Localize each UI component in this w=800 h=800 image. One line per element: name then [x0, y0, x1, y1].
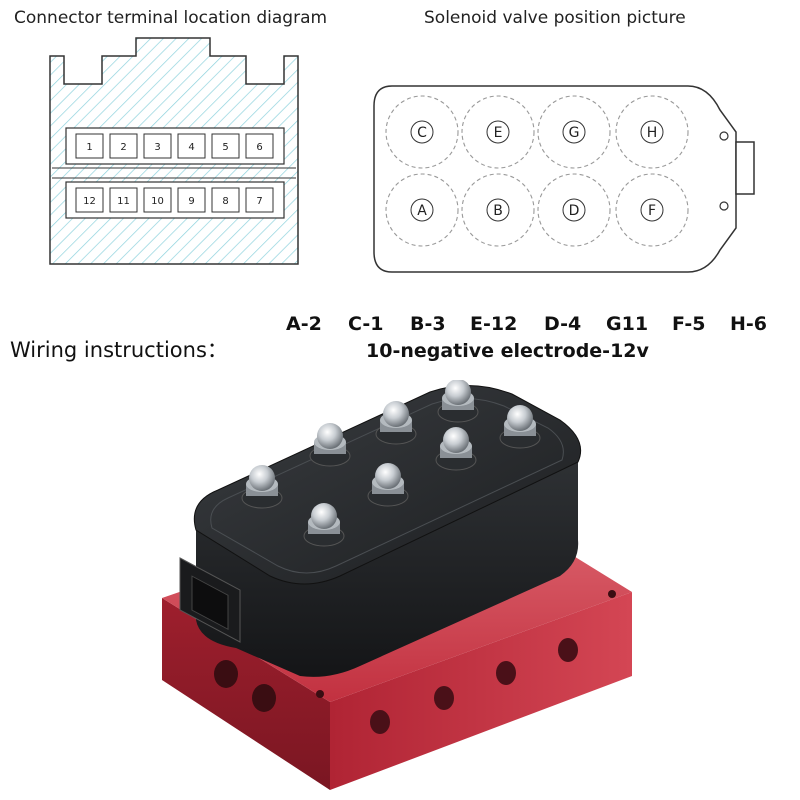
- mount-hole-top: [719, 131, 729, 141]
- solenoid-diagram-title: Solenoid valve position picture: [424, 8, 686, 28]
- bottom-pin-10: [143, 187, 172, 213]
- pin-label: 7: [256, 196, 262, 207]
- cap-nut: [367, 463, 409, 507]
- solenoid-valve-product-photo: [162, 380, 632, 790]
- wiring-ground-note: 10-negative electrode-12v: [366, 340, 649, 362]
- valve-label-ring: [562, 198, 586, 222]
- wiring-pair: C-1: [348, 313, 384, 335]
- cap-nut: [375, 401, 417, 445]
- valve-label-ring: [640, 120, 664, 144]
- valve-label: E: [494, 125, 503, 141]
- pin-label: 12: [83, 196, 96, 207]
- bottom-pin-9: [177, 187, 206, 213]
- top-pin-5: [211, 133, 240, 159]
- valve-label-ring: [486, 120, 510, 144]
- cap-nut: [437, 380, 479, 423]
- wiring-pair: H-6: [730, 313, 768, 335]
- pin-label: 1: [86, 142, 92, 153]
- pin-label: 8: [222, 196, 228, 207]
- wiring-pair: A-2: [286, 313, 322, 335]
- pin-label: 11: [117, 196, 130, 207]
- valve-position-F: [615, 173, 689, 247]
- valve-connector-tab: [735, 141, 755, 195]
- valve-label: A: [417, 203, 427, 219]
- top-pin-1: [75, 133, 104, 159]
- wiring-pair: B-3: [410, 313, 446, 335]
- bottom-pin-12: [75, 187, 104, 213]
- pin-label: 3: [154, 142, 160, 153]
- valve-label-ring: [562, 120, 586, 144]
- wiring-pair: E-12: [470, 313, 518, 335]
- valve-label-ring: [640, 198, 664, 222]
- cap-nut: [499, 405, 541, 449]
- valve-label: F: [648, 203, 656, 219]
- top-pin-2: [109, 133, 138, 159]
- pin-label: 9: [188, 196, 194, 207]
- valve-position-G: [537, 95, 611, 169]
- connector-diagram-title: Connector terminal location diagram: [14, 8, 328, 28]
- pin-label: 4: [188, 142, 194, 153]
- wiring-pair: G11: [606, 313, 649, 335]
- solenoid-position-diagram: C E G H A B D F: [373, 85, 755, 273]
- valve-label: D: [569, 203, 580, 219]
- valve-position-E: [461, 95, 535, 169]
- valve-cap-nuts: [241, 380, 541, 547]
- cap-nut: [241, 465, 283, 509]
- valve-label-ring: [410, 198, 434, 222]
- valve-label-ring: [486, 198, 510, 222]
- wiring-instructions-label: Wiring instructions：: [10, 338, 228, 362]
- cap-nut: [309, 423, 351, 467]
- valve-position-B: [461, 173, 535, 247]
- bottom-pin-8: [211, 187, 240, 213]
- pin-label: 10: [151, 196, 164, 207]
- valve-label-ring: [410, 120, 434, 144]
- valve-position-D: [537, 173, 611, 247]
- mount-hole-bottom: [719, 201, 729, 211]
- pin-label: 6: [256, 142, 262, 153]
- top-pin-3: [143, 133, 172, 159]
- pin-label: 2: [120, 142, 126, 153]
- valve-label: H: [647, 125, 658, 141]
- valve-position-C: [385, 95, 459, 169]
- wiring-mapping-row: A-2 C-1 B-3 E-12 D-4 G11 F-5 H-6: [286, 313, 796, 339]
- valve-label: C: [417, 125, 427, 141]
- wiring-pair: D-4: [544, 313, 582, 335]
- valve-position-A: [385, 173, 459, 247]
- bottom-pin-7: [245, 187, 274, 213]
- pin-label: 5: [222, 142, 228, 153]
- valve-label: B: [493, 203, 503, 219]
- valve-position-H: [615, 95, 689, 169]
- cap-nut: [435, 427, 477, 471]
- valve-label: G: [569, 125, 580, 141]
- cap-nut: [303, 503, 345, 547]
- top-pin-4: [177, 133, 206, 159]
- bottom-pin-11: [109, 187, 138, 213]
- top-pin-6: [245, 133, 274, 159]
- wiring-pair: F-5: [672, 313, 706, 335]
